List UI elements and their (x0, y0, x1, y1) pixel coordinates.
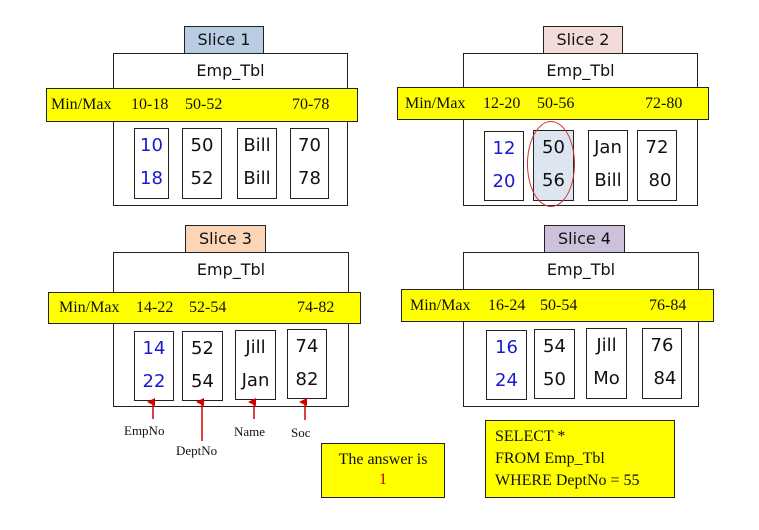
cell: Bill (594, 170, 622, 191)
slice-2-label: Slice 2 (543, 26, 623, 54)
slice-2-minmax-band: Min/Max 12-20 50-56 72-80 (397, 87, 709, 120)
cell: 74 (295, 336, 319, 357)
minmax-label: Min/Max (405, 94, 466, 112)
query-line-where: WHERE DeptNo = 55 (495, 472, 640, 489)
slice-2-col-empno: 12 20 (484, 131, 524, 201)
cell: 18 (140, 168, 163, 189)
slice-4-range-empno: 16-24 (488, 296, 526, 314)
sql-query-box: SELECT * FROM Emp_Tbl WHERE DeptNo = 55 (485, 420, 675, 498)
slice-3-col-empno: 14 22 (134, 331, 174, 401)
slice-4-col-empno: 16 24 (486, 330, 527, 400)
slice-3-col-name: Jill Jan (235, 330, 276, 400)
slice-2-table-title: Emp_Tbl (546, 61, 615, 80)
annotation-name: Name (234, 424, 266, 439)
cell: 12 (492, 138, 516, 159)
slice-1-range-deptno: 50-52 (185, 96, 223, 113)
cell: 52 (190, 168, 214, 189)
slice-4-col-soc: 76 84 (642, 328, 682, 399)
query-line-from: FROM Emp_Tbl (495, 450, 605, 467)
slice-3-label: Slice 3 (185, 225, 266, 253)
slice-4-range-deptno: 50-54 (540, 296, 578, 314)
query-line-select: SELECT * (495, 428, 566, 445)
slice-3-range-soc: 74-82 (297, 299, 335, 316)
cell: Jan (241, 370, 270, 391)
slice-4-minmax-band: Min/Max 16-24 50-54 76-84 (401, 289, 714, 322)
slice-1-range-empno: 10-18 (131, 96, 169, 113)
cell: 80 (648, 170, 672, 191)
slice-2-col-name: Jan Bill (588, 130, 628, 201)
slice-3-col-deptno: 52 54 (182, 331, 223, 401)
minmax-label: Min/Max (59, 299, 120, 316)
slice-2-col-soc: 72 80 (637, 130, 677, 201)
cell: 16 (495, 337, 518, 358)
cell: 24 (495, 370, 518, 391)
slice-3-table-title: Emp_Tbl (196, 260, 266, 279)
cell: Jill (596, 335, 617, 356)
slice-4-label-text: Slice 4 (558, 229, 611, 248)
cell: 76 (650, 335, 674, 356)
cell: 70 (298, 135, 321, 156)
cell: 50 (543, 369, 566, 390)
slice-1-minmax-band: Min/Max 10-18 50-52 70-78 (46, 88, 358, 122)
cell: 50 (190, 135, 214, 156)
slice-3-range-empno: 14-22 (136, 299, 174, 316)
annotation-deptno: DeptNo (176, 443, 218, 458)
slice-1-col-empno: 10 18 (134, 128, 169, 199)
slice-1-range-soc: 70-78 (292, 96, 330, 113)
slice-2-range-empno: 12-20 (483, 94, 521, 112)
slice-3-minmax-band: Min/Max 14-22 52-54 74-82 (48, 292, 361, 324)
cell: 72 (645, 137, 669, 158)
slice-3-label-text: Slice 3 (199, 229, 252, 248)
slice-2-label-text: Slice 2 (556, 30, 610, 49)
cell: 22 (142, 371, 166, 392)
answer-value: 1 (379, 471, 387, 488)
annotation-empno: EmpNo (124, 423, 165, 438)
slice-4-col-name: Jill Mo (586, 328, 627, 399)
slice-2-range-soc: 72-80 (645, 94, 683, 112)
cell: 10 (140, 135, 163, 156)
cell: 14 (142, 338, 166, 359)
cell: 54 (543, 336, 566, 357)
cell: 82 (295, 369, 319, 390)
answer-text: The answer is (338, 451, 428, 468)
slice-1-label-text: Slice 1 (197, 30, 251, 49)
minmax-label: Min/Max (51, 96, 112, 113)
slice-4-table-title: Emp_Tbl (546, 260, 616, 279)
cell: Jill (245, 337, 266, 358)
cell: Bill (243, 168, 271, 189)
cell: Jan (594, 137, 622, 158)
cell: 84 (653, 368, 677, 389)
slice-4-range-soc: 76-84 (649, 296, 687, 314)
cell: 20 (492, 171, 516, 192)
cell: Mo (593, 368, 620, 389)
slice-3-range-deptno: 52-54 (189, 299, 227, 316)
slice-1-col-soc: 70 78 (290, 128, 329, 199)
cell: 54 (191, 371, 214, 392)
minmax-label: Min/Max (410, 296, 471, 314)
slice-1-col-name: Bill Bill (237, 128, 277, 199)
annotation-soc: Soc (291, 425, 311, 440)
slice-1-col-deptno: 50 52 (182, 128, 222, 199)
slice-2-range-deptno: 50-56 (537, 94, 575, 112)
cell: 52 (191, 338, 214, 359)
slice-2-deptno-ellipse (527, 121, 575, 207)
answer-box: The answer is 1 (321, 443, 445, 498)
slice-4-label: Slice 4 (544, 225, 625, 253)
slice-4-col-deptno: 54 50 (534, 329, 575, 399)
slice-1-table-title: Emp_Tbl (196, 61, 265, 80)
cell: Bill (243, 135, 271, 156)
slice-3-col-soc: 74 82 (287, 329, 327, 399)
cell: 78 (298, 168, 321, 189)
slice-1-label: Slice 1 (184, 26, 264, 54)
